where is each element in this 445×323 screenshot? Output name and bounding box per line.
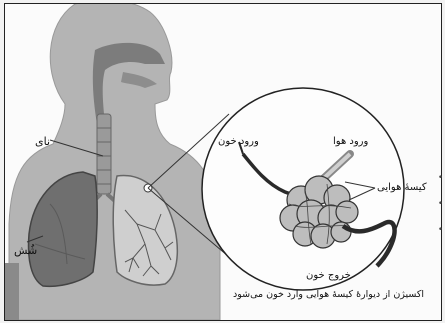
label-air-sac: کیسهٔ هوایی <box>377 182 427 193</box>
label-blood-out: خروج خون <box>306 270 351 281</box>
label-blood-in: ورود خون <box>218 136 259 147</box>
scan-edge-strip <box>5 263 19 321</box>
respiratory-diagram <box>5 4 441 320</box>
caption: اکسیژن از دیوارهٔ کیسهٔ هوایی وارد خون م… <box>233 289 424 300</box>
diagram-frame: نای شُش ورود خون ورود هوا کیسهٔ هوایی خر… <box>4 3 442 321</box>
label-lung: شُش <box>14 244 37 257</box>
magnified-view <box>202 88 404 290</box>
page-edge-marks: ••• <box>436 165 445 245</box>
label-air-in: ورود هوا <box>333 136 368 147</box>
label-trachea: نای <box>35 135 50 148</box>
